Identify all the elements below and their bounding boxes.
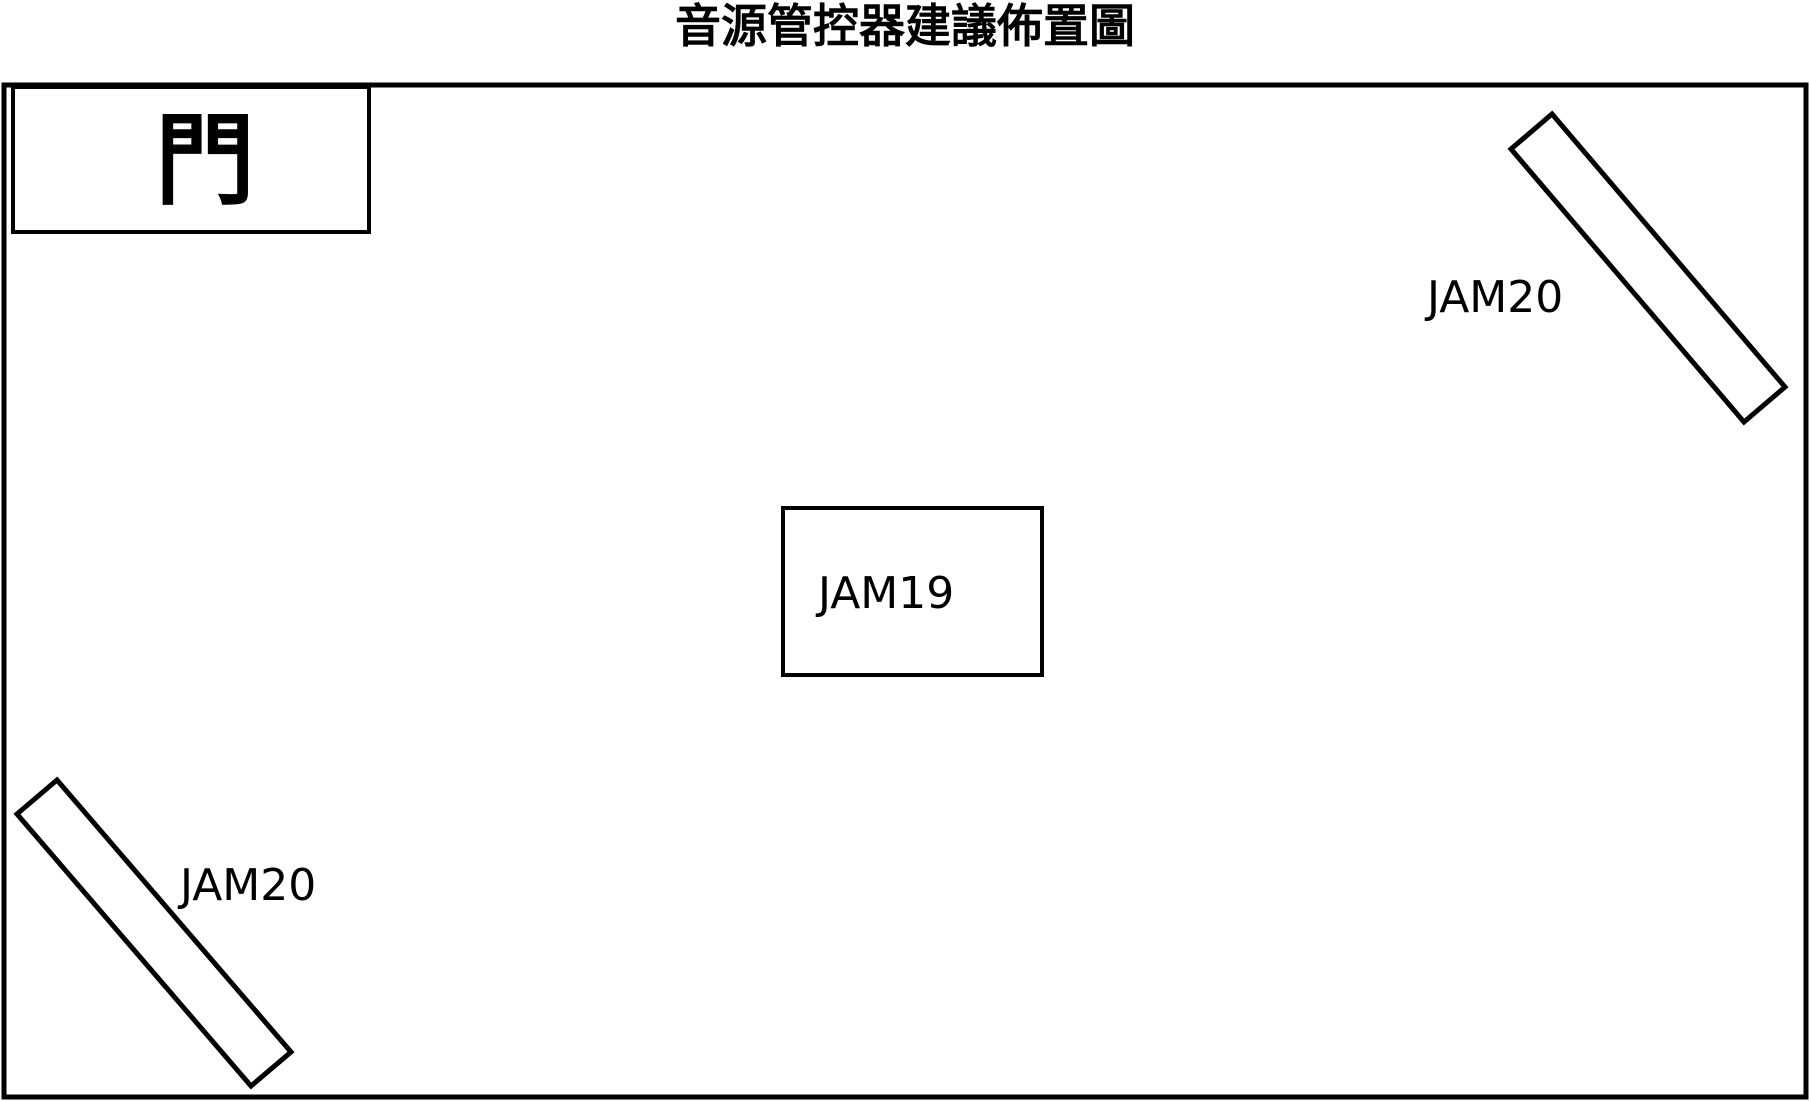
device-bottom-left: JAM20 [13, 776, 316, 1090]
device-center-box [781, 506, 1044, 677]
device-top-right-outline [1507, 110, 1789, 426]
door: 門 [11, 85, 371, 234]
device-top-right: JAM20 [1424, 110, 1789, 426]
device-bottom-left-label: JAM20 [177, 860, 316, 911]
device-top-right-label: JAM20 [1424, 272, 1563, 323]
diagram-title: 音源管控器建議佈置圖 [675, 0, 1135, 53]
door-label: 門 [155, 102, 255, 219]
door-box [11, 85, 371, 234]
device-bottom-left-outline [13, 776, 295, 1090]
device-center-label: JAM19 [815, 568, 954, 619]
device-center: JAM19 [781, 506, 1044, 677]
room-outline [1, 82, 1809, 1100]
